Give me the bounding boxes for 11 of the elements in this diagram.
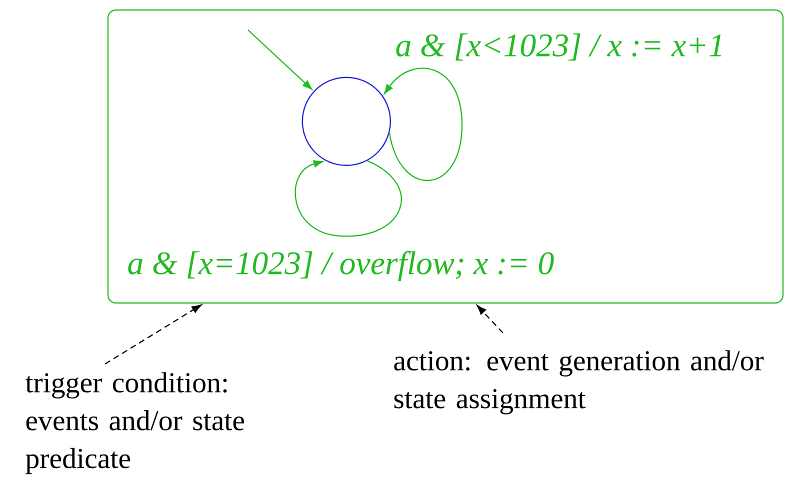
self-loop-arrow xyxy=(384,68,463,181)
self-loop-arrow xyxy=(294,160,402,237)
state-frame xyxy=(107,9,784,304)
state-circle xyxy=(302,76,391,166)
edge-label: a & [x=1023] / overflow; x := 0 xyxy=(126,250,556,282)
leader-line xyxy=(104,304,202,364)
annotation-text: trigger condition: events and/or state predicate xyxy=(26,372,244,474)
annotation-text: action: event generation and/or state assignment xyxy=(394,350,764,414)
edge-label: a & [x<1023] / x := x+1 xyxy=(394,32,726,62)
arrow xyxy=(248,30,312,90)
leader-line xyxy=(476,305,504,334)
